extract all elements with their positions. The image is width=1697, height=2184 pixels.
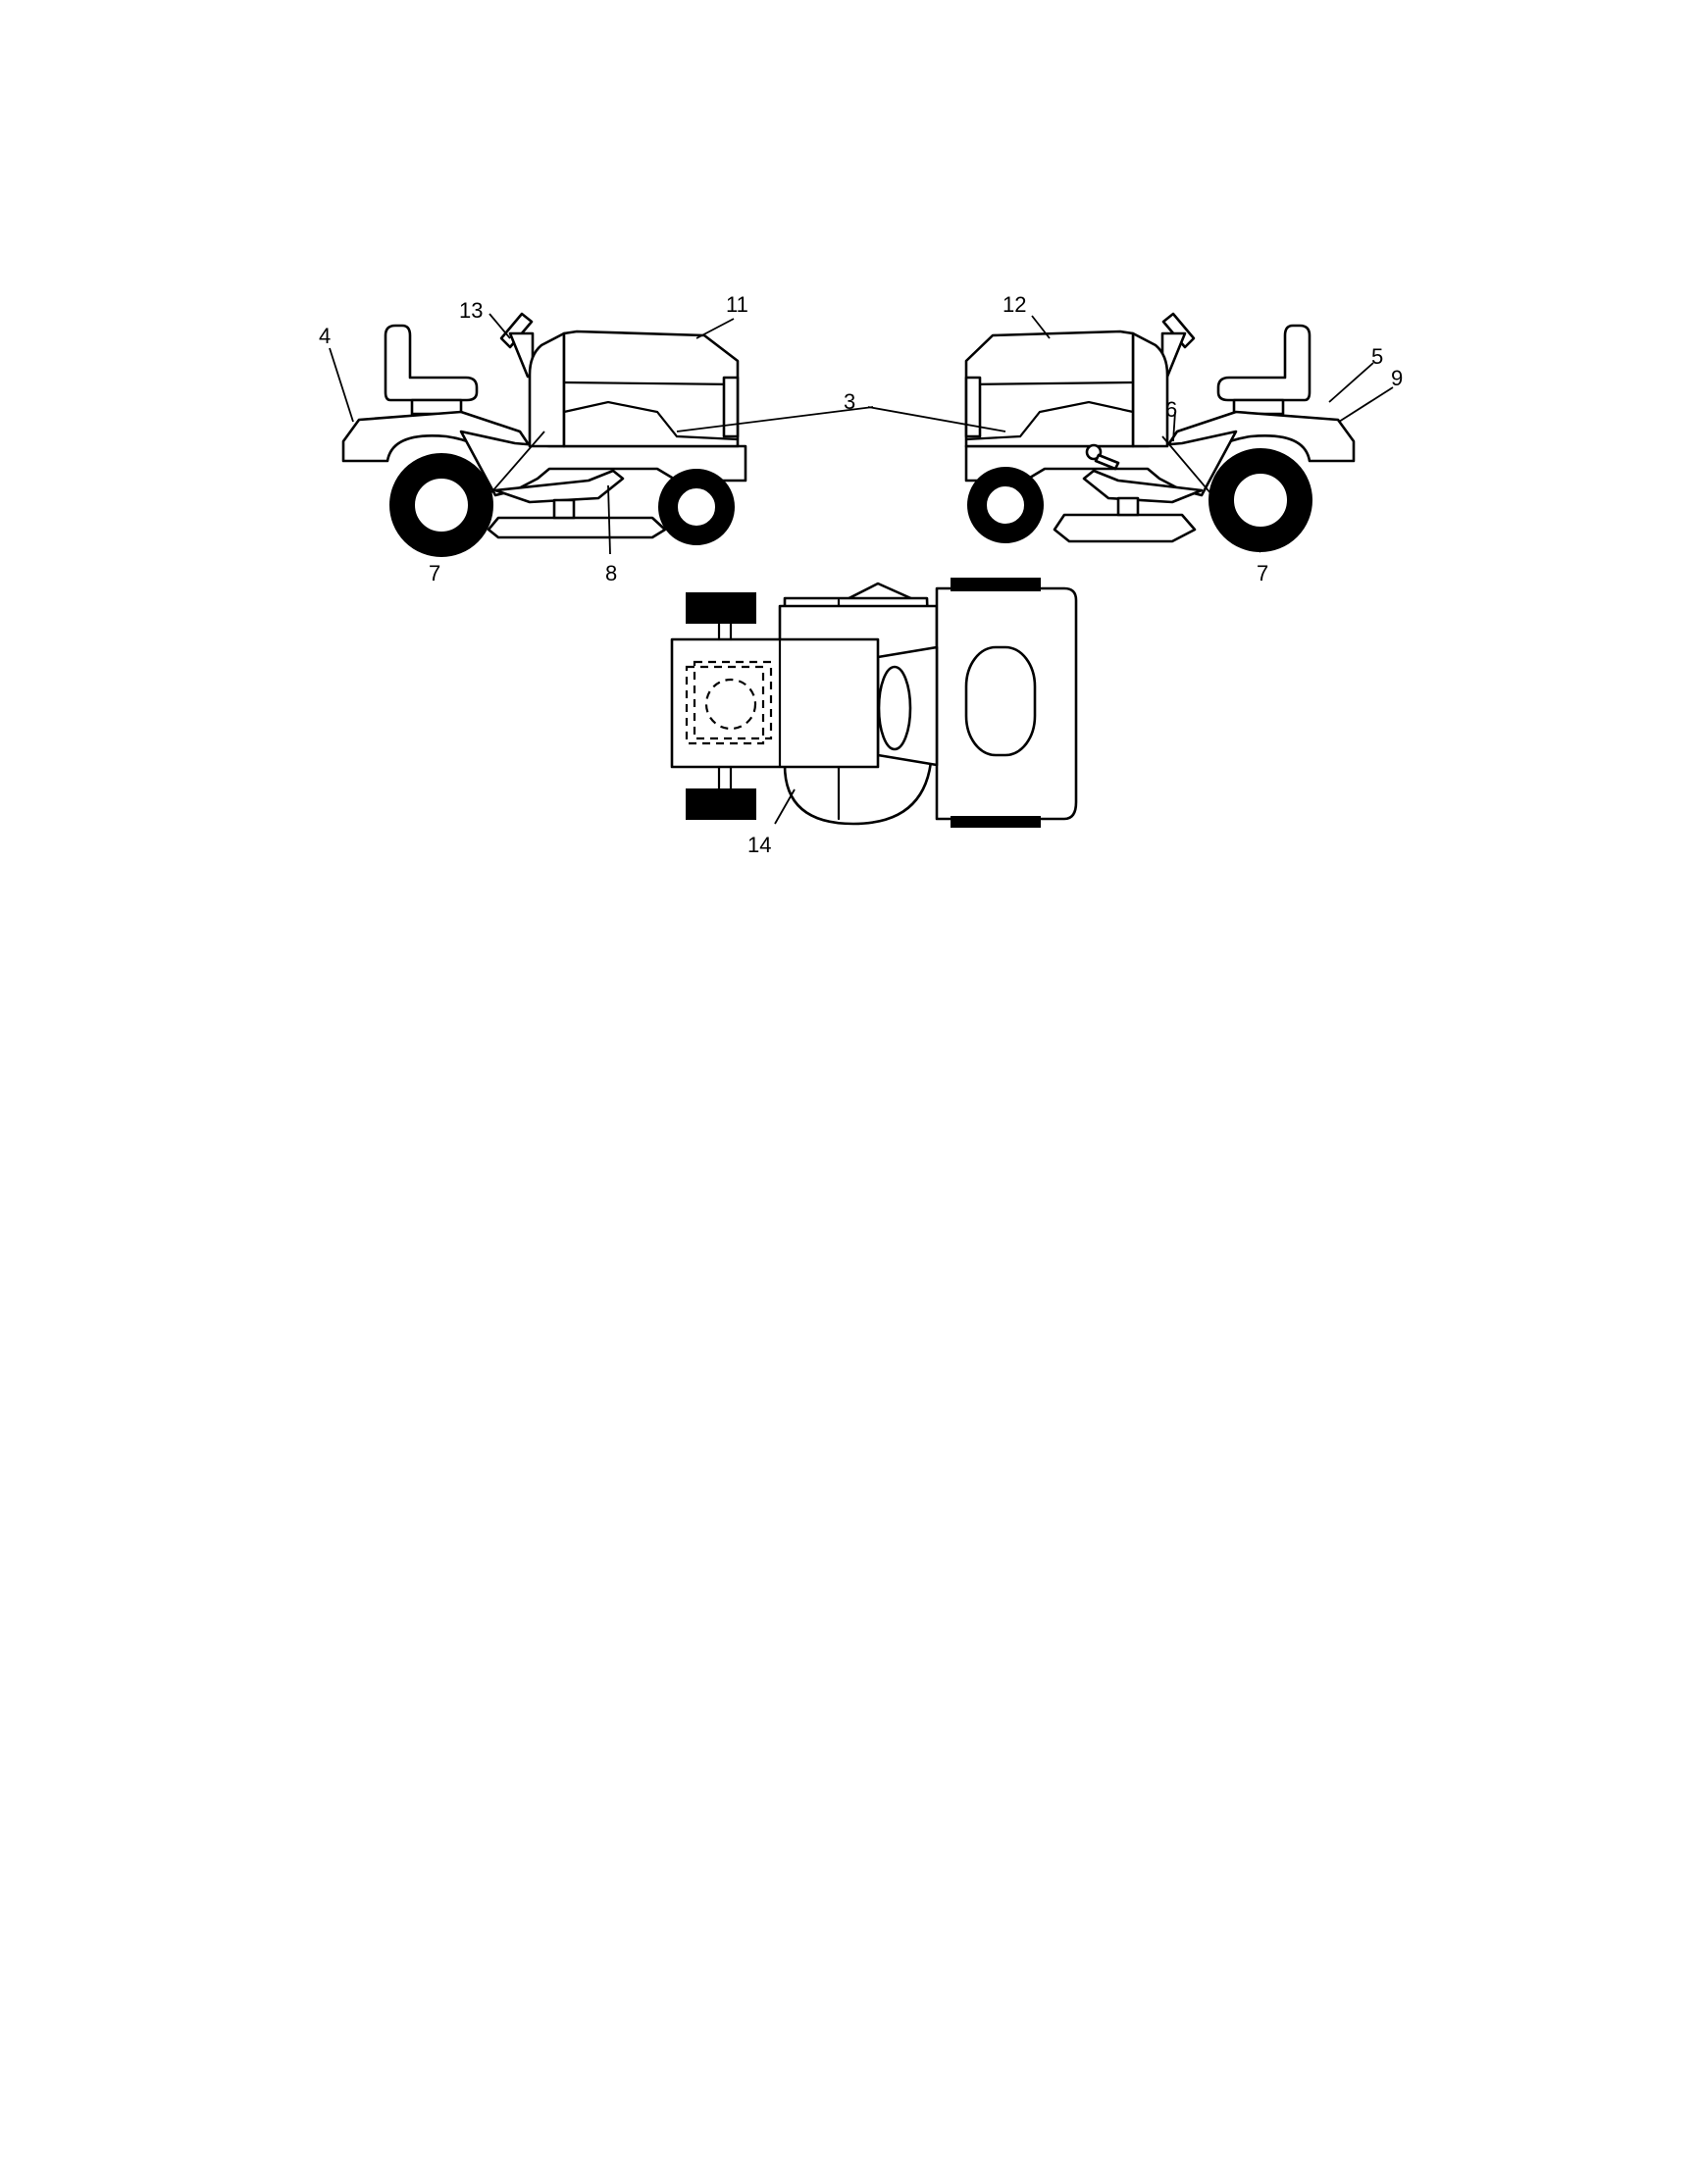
grill bbox=[964, 376, 982, 438]
mower-deck bbox=[1053, 496, 1197, 543]
callout-6: 6 bbox=[1165, 397, 1177, 422]
rear-tire-top-lower bbox=[951, 816, 1041, 828]
tractor-left-side-view: 13 11 4 3 7 8 bbox=[319, 292, 874, 585]
seat bbox=[384, 324, 479, 416]
callout-4: 4 bbox=[319, 324, 331, 348]
hood-top bbox=[670, 637, 880, 769]
leader-line-14 bbox=[774, 788, 796, 825]
steering-wheel bbox=[1160, 312, 1196, 379]
callout-9: 9 bbox=[1391, 366, 1403, 390]
engine-outline bbox=[685, 660, 773, 745]
hood bbox=[562, 330, 740, 448]
lift-lever bbox=[493, 469, 625, 504]
callout-7-left: 7 bbox=[429, 561, 440, 585]
hood bbox=[964, 330, 1135, 448]
front-wheel bbox=[967, 467, 1044, 543]
front-tire-top-upper bbox=[686, 592, 756, 624]
callout-8: 8 bbox=[605, 561, 617, 585]
grill bbox=[722, 376, 740, 438]
leader-lines-left bbox=[329, 313, 874, 555]
leader-lines-right bbox=[867, 315, 1394, 553]
callout-11: 11 bbox=[726, 292, 748, 317]
rear-fender bbox=[341, 410, 532, 468]
callout-5: 5 bbox=[1371, 344, 1383, 369]
rear-tire-top-upper bbox=[951, 578, 1041, 591]
seat bbox=[1216, 324, 1311, 416]
dash-tower bbox=[528, 331, 566, 448]
front-tire-top-lower bbox=[686, 788, 756, 820]
mower-deck bbox=[487, 498, 667, 539]
callout-14: 14 bbox=[747, 833, 771, 857]
rear-fender bbox=[1165, 410, 1356, 468]
rear-wheel bbox=[1208, 448, 1312, 552]
steering-column-top bbox=[877, 665, 912, 751]
steering-wheel bbox=[499, 312, 535, 379]
seat-top bbox=[964, 645, 1037, 757]
callout-12: 12 bbox=[1003, 292, 1026, 317]
tractor-right-side-view: 12 5 9 6 7 bbox=[867, 292, 1403, 585]
rear-wheel bbox=[389, 453, 493, 557]
dash-tower bbox=[1131, 331, 1169, 448]
lift-lever bbox=[1082, 443, 1204, 504]
front-wheel bbox=[658, 469, 735, 545]
callout-3: 3 bbox=[844, 389, 855, 414]
callout-13: 13 bbox=[459, 298, 483, 323]
callout-7-right: 7 bbox=[1257, 561, 1268, 585]
tractor-top-view: 14 bbox=[670, 578, 1078, 857]
